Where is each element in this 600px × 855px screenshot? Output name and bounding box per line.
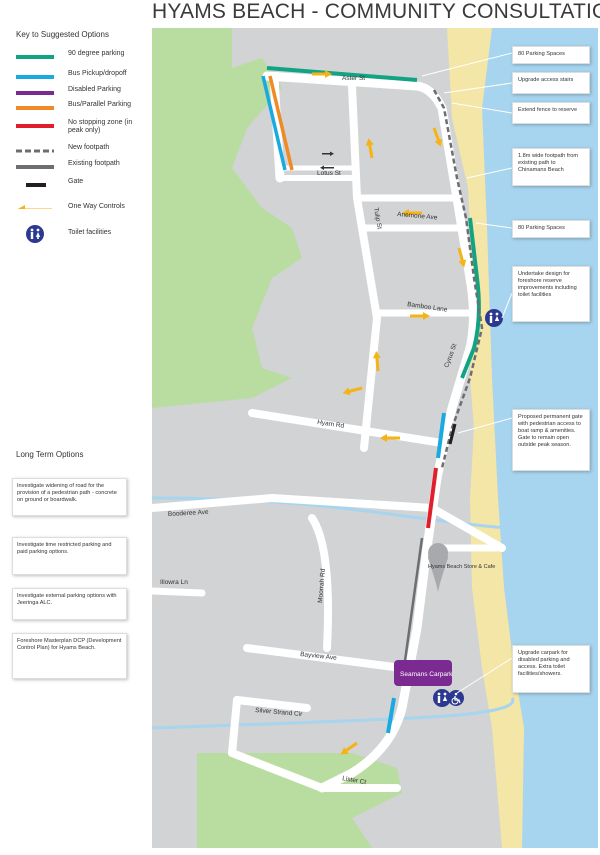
- callout-upgrade-stairs: Upgrade access stairs: [512, 72, 590, 94]
- page-title: HYAMS BEACH - COMMUNITY CONSULTATION: [152, 0, 600, 23]
- gate: [448, 423, 457, 445]
- map: Aster St Lotus St Tulip St Anemone Ave B…: [152, 28, 598, 848]
- key-label: Gate: [68, 178, 84, 185]
- callout-gate: Proposed permanent gate with pedestrian …: [512, 409, 590, 471]
- street-label-aster: Aster St: [342, 75, 365, 82]
- key-swatch: [26, 183, 46, 187]
- key-label: One Way Controls: [68, 203, 125, 210]
- key-label: 90 degree parking: [68, 50, 125, 57]
- bus-parallel-parking: [268, 75, 294, 171]
- toilet-icon: [485, 309, 503, 327]
- long-term-option: Investigate widening of road for the pro…: [12, 478, 127, 516]
- street-label-illowra: Illowra Ln: [160, 579, 188, 586]
- seamans-carpark: [394, 660, 452, 686]
- callout-foreshore-design: Undertake design for foreshore reserve i…: [512, 266, 590, 322]
- long-term-option: Investigate time restricted parking and …: [12, 537, 127, 575]
- seamans-label: Seamans Carpark: [400, 671, 453, 678]
- parking-90-aster: [266, 66, 418, 82]
- key-label: No stopping zone (in peak only): [68, 119, 133, 134]
- bus-pickup-west: [261, 75, 287, 171]
- new-footpath: [432, 89, 484, 469]
- arrow-left-icon: [17, 205, 52, 209]
- key-swatch: [16, 55, 54, 59]
- toilet-icon: [26, 225, 44, 243]
- street-label-anemone: Anemone Ave: [397, 211, 438, 222]
- street-label-bayview: Bayview Ave: [300, 651, 338, 662]
- key-label: New footpath: [68, 144, 110, 151]
- leader-lines: [421, 52, 513, 694]
- bus-pickup-south: [386, 697, 396, 734]
- key-swatch: [16, 75, 54, 79]
- callout-parking-aster: 80 Parking Spaces: [512, 46, 590, 64]
- key-label: Bus Pickup/dropoff: [68, 70, 127, 77]
- callout-extend-fence: Extend fence to reserve: [512, 102, 590, 124]
- no-stopping-zone: [426, 467, 438, 529]
- long-term-option: Foreshore Masterplan DCP (Development Co…: [12, 633, 127, 679]
- key-swatch: [16, 106, 54, 110]
- street-label-moorrah: Moorrah Rd: [317, 568, 327, 603]
- key-label: Bus/Parallel Parking: [68, 101, 132, 108]
- street-label-lotus: Lotus St: [317, 170, 341, 177]
- accessible-icon: [448, 690, 464, 706]
- key-heading: Key to Suggested Options: [16, 30, 109, 39]
- toilet-icon: [433, 689, 451, 707]
- street-label-silver-strand: Silver Strand Cir: [255, 707, 304, 718]
- store-pin: [428, 548, 448, 593]
- street-label-lister: Lister Ct: [342, 775, 367, 786]
- road-network: [152, 71, 506, 793]
- callout-footpath: 1.8m wide footpath from existing path to…: [512, 148, 590, 186]
- key-label: Toilet facilities: [68, 229, 112, 236]
- one-way-arrows: [312, 70, 467, 755]
- street-label-booderee: Booderee Ave: [168, 509, 209, 518]
- existing-footpath: [402, 537, 424, 669]
- key-swatch: [16, 149, 54, 153]
- key-swatch: [16, 91, 54, 95]
- key-swatch: [16, 165, 54, 169]
- street-label-tulip: Tulip St: [372, 207, 383, 230]
- creek-south: [152, 697, 515, 730]
- beach-sand: [447, 28, 524, 848]
- callout-parking-cyrus: 80 Parking Spaces: [512, 220, 590, 238]
- long-term-option: Investigate external parking options wit…: [12, 588, 127, 620]
- key-swatch: [16, 124, 54, 128]
- reserve-green-west: [152, 28, 302, 408]
- parking-90-cyrus: [460, 217, 481, 379]
- key-label: Disabled Parking: [68, 86, 121, 93]
- long-term-heading: Long Term Options: [16, 450, 84, 459]
- store-label: Hyams Beach Store & Cafe: [428, 564, 495, 570]
- street-label-hyam: Hyam Rd: [317, 419, 345, 430]
- callout-carpark-upgrade: Upgrade carpark for disabled parking and…: [512, 645, 590, 693]
- small-arrows: [320, 151, 334, 170]
- key-label: Existing footpath: [68, 160, 120, 167]
- bus-pickup-cyrus: [436, 412, 446, 459]
